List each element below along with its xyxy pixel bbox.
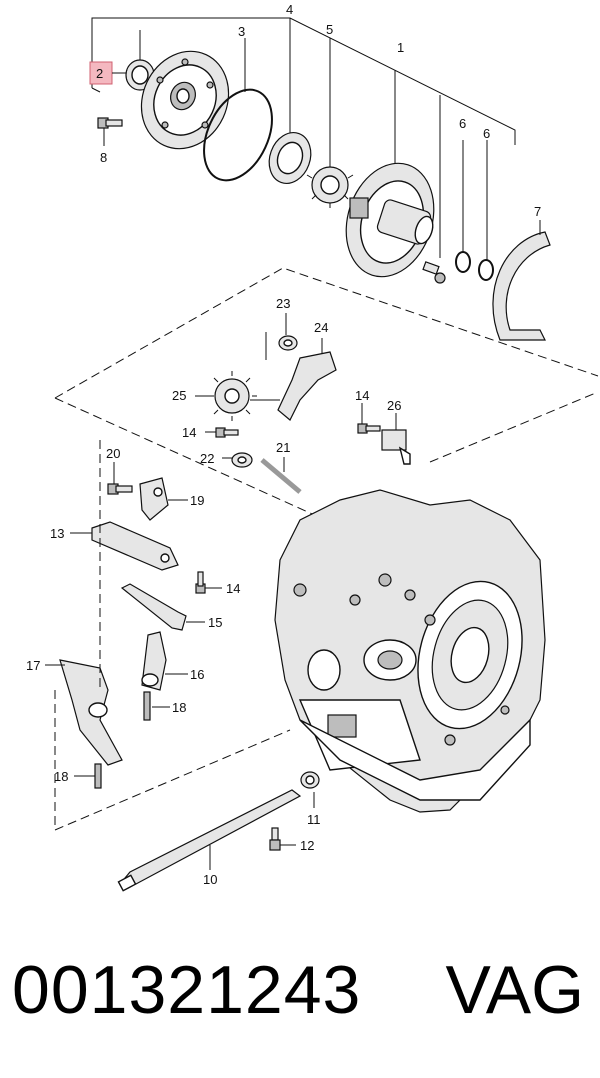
callout-25: 25 — [172, 388, 186, 403]
detent-plate-part-17 — [45, 659, 123, 766]
bolt-part-14c — [195, 571, 222, 594]
bolt-part-23 — [278, 313, 298, 351]
callout-22: 22 — [200, 451, 214, 466]
callout-21: 21 — [276, 440, 290, 455]
transmission-housing — [274, 489, 546, 813]
exploded-parts-diagram: 1 2 3 4 5 6 6 7 8 23 24 25 14 14 26 21 2… — [26, 2, 599, 892]
circlip-part-6a — [455, 251, 471, 273]
callout-5: 5 — [326, 22, 333, 37]
lever-part-16 — [141, 631, 188, 691]
callout-26: 26 — [387, 398, 401, 413]
pin-part-18b — [74, 763, 102, 789]
seal-part-11 — [300, 771, 320, 808]
circlip-part-6b — [478, 259, 494, 281]
clutch-hub-part-1 — [345, 162, 435, 278]
pin-part-21 — [260, 457, 302, 494]
bolt-part-8 — [97, 117, 123, 146]
callout-8: 8 — [100, 150, 107, 165]
pump-gear — [268, 132, 312, 184]
shaft-part-15 — [120, 583, 205, 631]
sprocket-gear — [306, 162, 354, 208]
callout-18a: 18 — [172, 700, 186, 715]
callout-6b: 6 — [483, 126, 490, 141]
bolt-hub — [422, 261, 446, 284]
link-plate-part-13 — [70, 521, 179, 571]
callout-20: 20 — [106, 446, 120, 461]
callout-14b: 14 — [355, 388, 369, 403]
detent-gear-part-25 — [207, 371, 257, 421]
callout-19: 19 — [190, 493, 204, 508]
lever-group-dashed-frame — [54, 690, 291, 831]
bolt-part-14b — [357, 403, 381, 434]
callout-24: 24 — [314, 320, 328, 335]
o-ring-part-3 — [203, 88, 273, 182]
callout-6a: 6 — [459, 116, 466, 131]
callout-14a: 14 — [182, 425, 196, 440]
callout-17: 17 — [26, 658, 40, 673]
callout-18b: 18 — [54, 769, 68, 784]
callout-14c: 14 — [226, 581, 240, 596]
bolt-part-12 — [269, 827, 296, 851]
part-number: 001321243 — [12, 952, 362, 1028]
bolt-part-20 — [107, 462, 133, 495]
callout-3: 3 — [238, 24, 245, 39]
washer-part-22 — [222, 452, 253, 468]
callout-10: 10 — [203, 872, 217, 887]
selector-group-dashed-frame — [54, 267, 599, 399]
selector-lever-part-24 — [277, 351, 337, 421]
brand-name: VAG — [445, 952, 584, 1028]
callout-2: 2 — [96, 66, 103, 81]
bracket-part-19 — [139, 477, 188, 521]
callout-7: 7 — [534, 204, 541, 219]
callout-labels: 1 2 3 4 5 6 6 7 8 23 24 25 14 14 26 21 2… — [26, 2, 541, 887]
bolt-part-14a — [205, 427, 239, 438]
callout-1: 1 — [397, 40, 404, 55]
callout-23: 23 — [276, 296, 290, 311]
callout-11: 11 — [307, 812, 321, 827]
callout-13: 13 — [50, 526, 64, 541]
shim-part-7 — [492, 231, 551, 341]
pin-part-18a — [143, 691, 170, 721]
selector-shaft-part-10 — [117, 789, 302, 892]
footer: 001321243 VAG — [0, 940, 600, 1050]
callout-15: 15 — [208, 615, 222, 630]
callout-4: 4 — [286, 2, 293, 17]
callout-12: 12 — [300, 838, 314, 853]
oil-pump-body — [140, 50, 230, 150]
bracket-part-26 — [381, 413, 411, 465]
callout-16: 16 — [190, 667, 204, 682]
oil-pump-group-frame — [91, 17, 516, 258]
